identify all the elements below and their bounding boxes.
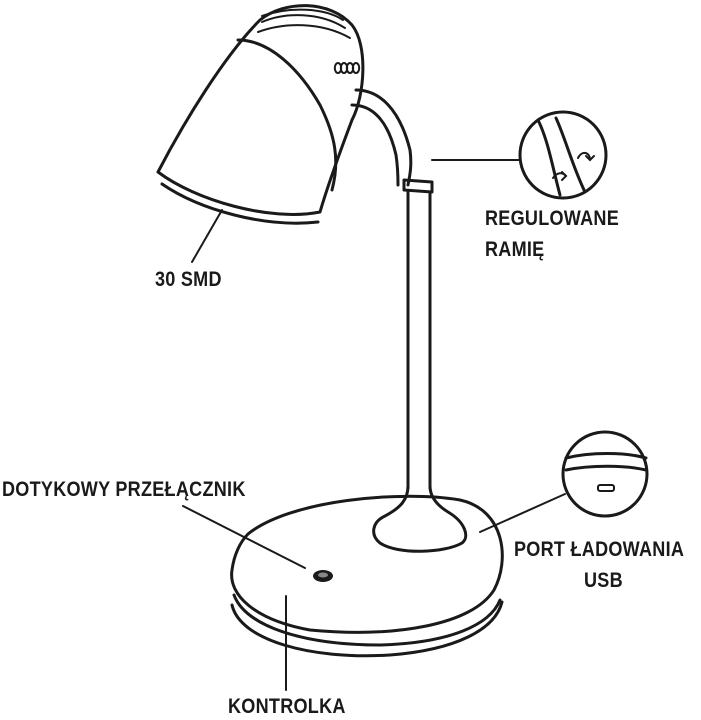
- usb-port-icon: [597, 484, 615, 492]
- touch-switch-leader: [182, 505, 306, 569]
- vent-dots: [333, 62, 361, 74]
- label-port-ladowania: PORT ŁADOWANIA: [514, 538, 685, 561]
- lamp-base: [230, 484, 504, 658]
- label-usb: USB: [584, 569, 623, 592]
- label-regulowane: REGULOWANE: [485, 207, 620, 230]
- label-30-smd: 30 SMD: [155, 268, 222, 291]
- gooseneck-arm: [350, 88, 434, 490]
- smd-leader: [191, 209, 223, 263]
- usb-port-callout: [479, 430, 649, 533]
- label-dotykowy-przelacznik: DOTYKOWY PRZEŁĄCZNIK: [2, 478, 246, 501]
- lamp-head: [156, 4, 365, 225]
- label-kontrolka: KONTROLKA: [228, 695, 346, 718]
- label-ramie: RAMIĘ: [485, 238, 545, 261]
- arm-detail-callout: [431, 110, 608, 200]
- touch-switch-dot: [313, 570, 333, 582]
